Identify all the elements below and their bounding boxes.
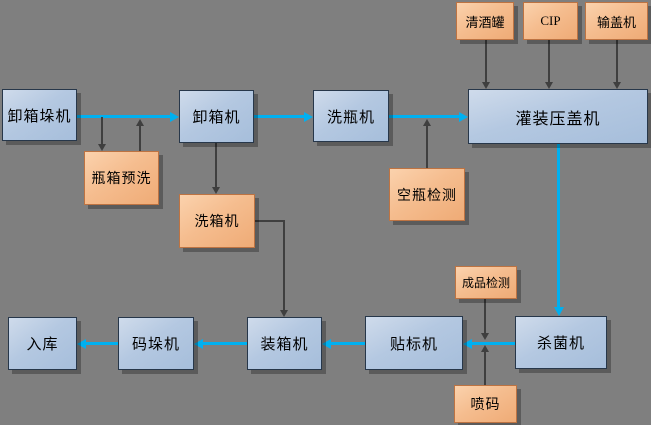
aux-arrowhead-down-icon (481, 333, 489, 340)
flow-line-unboxer-to-bottlewasher (254, 115, 304, 118)
aux-arrowhead-down-icon (98, 144, 106, 151)
node-unload-boxer: 卸箱机 (179, 90, 254, 143)
aux-line-from-product-inspection (484, 299, 486, 333)
aux-arrowhead-up-icon (136, 119, 144, 126)
node-cap-feeder: 输盖机 (585, 2, 648, 40)
flow-line-filler-to-sterilizer (557, 144, 560, 307)
node-pre-wash: 瓶箱预洗 (84, 151, 159, 205)
flow-arrowhead-right-icon (304, 112, 313, 122)
node-labeler: 贴标机 (365, 316, 463, 370)
aux-line-to-prewash (101, 117, 103, 145)
aux-arrowhead-down-icon (212, 187, 220, 194)
flow-arrowhead-right-icon (459, 112, 468, 122)
aux-arrowhead-up-icon (423, 119, 431, 126)
aux-arrowhead-down-icon (545, 82, 553, 89)
aux-line-capfeeder-to-filler (616, 40, 618, 83)
flow-line-casepacker-to-palletizer (203, 342, 247, 345)
flow-arrowhead-left-icon (194, 339, 203, 349)
flow-arrowhead-left-icon (322, 339, 331, 349)
node-sake-tank: 清酒罐 (456, 2, 514, 40)
flow-line-labeler-to-casepacker (331, 342, 365, 345)
aux-line-boxwasher-elbow-h (255, 220, 285, 222)
aux-line-saketank-to-filler (485, 40, 487, 83)
aux-line-from-prewash (139, 126, 141, 152)
aux-line-cip-to-filler (548, 40, 550, 83)
node-box-washer: 洗箱机 (179, 194, 255, 248)
node-palletizer: 码垛机 (118, 317, 194, 370)
aux-line-from-inkjet (484, 352, 486, 385)
flow-arrowhead-right-icon (170, 112, 179, 122)
node-sterilizer: 杀菌机 (515, 316, 607, 369)
flow-line-sterilizer-to-labeler (472, 342, 515, 345)
aux-arrowhead-down-icon (613, 82, 621, 89)
aux-arrowhead-up-icon (481, 345, 489, 352)
flow-line-palletizer-to-unboxer (77, 115, 170, 118)
aux-arrowhead-down-icon (482, 82, 490, 89)
node-empty-bottle-inspection: 空瓶检测 (389, 168, 465, 221)
node-unload-palletizer: 卸箱垛机 (2, 89, 77, 141)
node-case-packer: 装箱机 (247, 317, 322, 370)
aux-arrowhead-down-icon (280, 310, 288, 317)
node-bottle-washer: 洗瓶机 (313, 90, 389, 142)
node-filler-capper: 灌装压盖机 (468, 89, 648, 144)
flow-line-bottlewasher-to-filler (389, 115, 459, 118)
flow-arrowhead-down-icon (554, 307, 564, 316)
flow-arrowhead-left-icon (463, 339, 472, 349)
node-product-inspection: 成品检测 (455, 266, 517, 299)
aux-line-unboxer-to-boxwasher (215, 143, 217, 188)
flow-line-palletizer-to-warehouse (86, 342, 118, 345)
node-warehouse: 入库 (8, 317, 77, 370)
aux-line-from-emptybottle-inspection (426, 126, 428, 168)
flow-arrowhead-left-icon (77, 339, 86, 349)
aux-line-boxwasher-elbow-v (283, 220, 285, 310)
node-inkjet-coder: 喷码 (454, 385, 517, 423)
node-cip: CIP (523, 2, 578, 40)
